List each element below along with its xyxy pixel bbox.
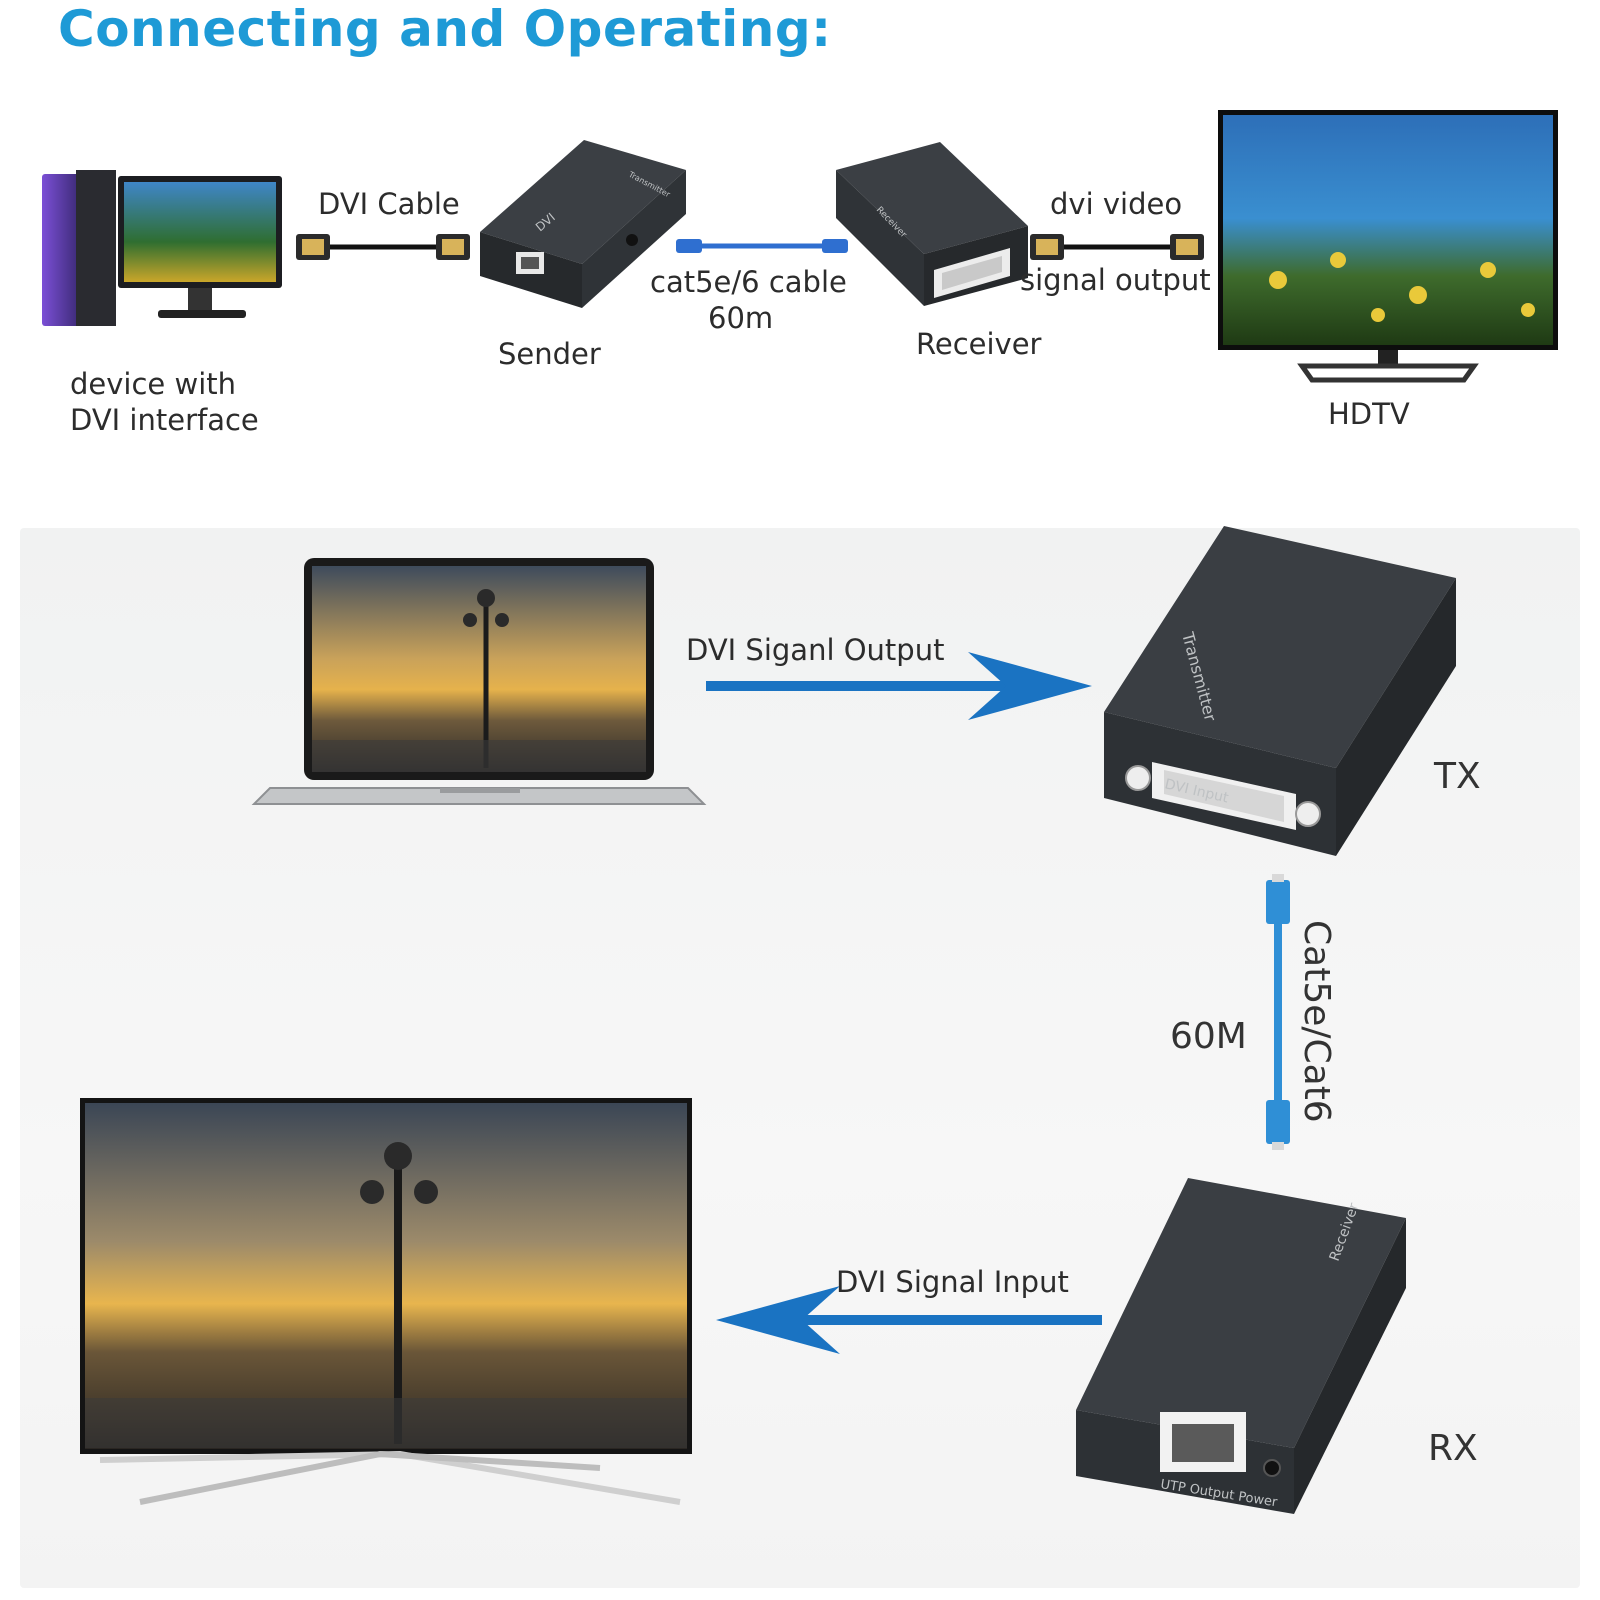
cable-length-label: 60M: [1170, 1016, 1247, 1057]
source-label-line1: device with: [70, 367, 236, 401]
output-label-line1: dvi video: [1050, 187, 1183, 221]
cat-cable-label-line1: cat5e/6 cable: [650, 265, 847, 299]
sender-device-icon: DVI Transmitter: [480, 140, 686, 308]
hdtv-label: HDTV: [1328, 397, 1410, 431]
input-arrow-label: DVI Signal Input: [836, 1265, 1069, 1299]
tx-device-icon: DVI Input Transmitter: [1104, 526, 1456, 856]
cat-cable-label-line2: 60m: [708, 301, 774, 335]
cable-type-label: Cat5e/Cat6: [1296, 920, 1337, 1123]
source-label-line2: DVI interface: [70, 403, 259, 437]
dvi-cable-label: DVI Cable: [318, 187, 460, 221]
laptop-icon: [251, 558, 707, 805]
page-title: Connecting and Operating:: [58, 0, 832, 58]
dvi-output-cable-icon: [1030, 234, 1204, 260]
output-arrow-label: DVI Siganl Output: [686, 633, 945, 667]
tv-icon: [80, 1098, 692, 1505]
sender-label: Sender: [498, 337, 601, 371]
cat-cable-icon: [676, 239, 848, 253]
input-arrow-icon: [716, 1286, 1102, 1354]
receiver-device-icon: Receiver: [836, 142, 1028, 306]
dvi-cable-icon: [296, 234, 470, 260]
tx-label: TX: [1434, 756, 1481, 797]
desktop-pc-icon: [42, 170, 282, 326]
hdtv-icon: [1218, 110, 1558, 383]
rx-label: RX: [1428, 1428, 1478, 1469]
rx-device-icon: UTP Output Power Receiver: [1076, 1178, 1406, 1514]
receiver-label: Receiver: [916, 327, 1042, 361]
output-arrow-icon: [706, 652, 1092, 720]
output-label-line2: signal output: [1020, 263, 1211, 297]
vertical-cat-cable-icon: [1266, 874, 1290, 1150]
